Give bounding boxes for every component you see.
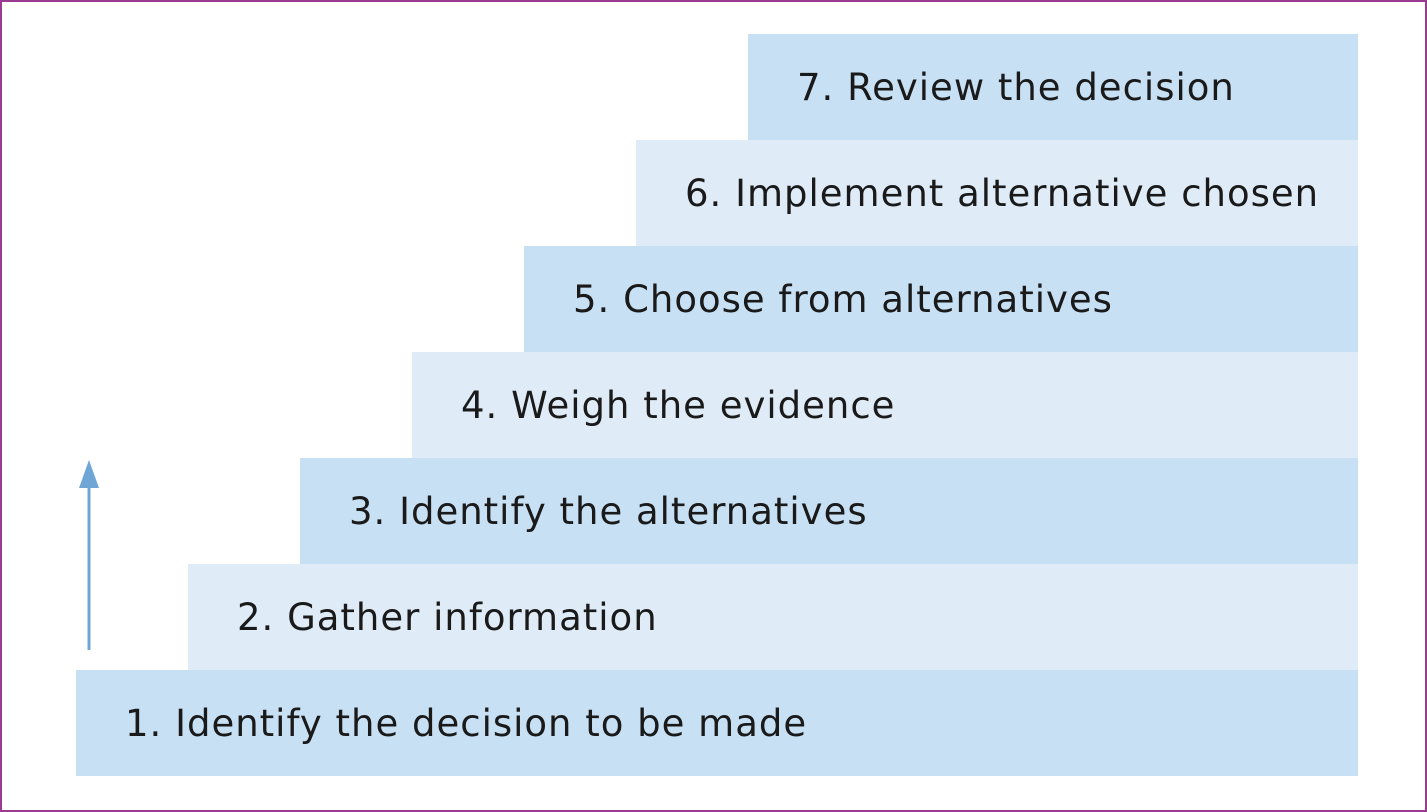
step-4-label: 4. Weigh the evidence	[461, 383, 896, 427]
step-7: 7. Review the decision	[748, 34, 1358, 140]
step-3-label: 3. Identify the alternatives	[349, 489, 868, 533]
step-2-label: 2. Gather information	[237, 595, 658, 639]
step-6: 6. Implement alternative chosen	[636, 140, 1358, 246]
step-4: 4. Weigh the evidence	[412, 352, 1358, 458]
step-1-label: 1. Identify the decision to be made	[125, 701, 808, 745]
step-2: 2. Gather information	[188, 564, 1358, 670]
step-1: 1. Identify the decision to be made	[76, 670, 1358, 776]
step-5-label: 5. Choose from alternatives	[573, 277, 1113, 321]
step-5: 5. Choose from alternatives	[524, 246, 1358, 352]
step-7-label: 7. Review the decision	[797, 65, 1235, 109]
up-arrow-icon	[79, 460, 99, 650]
step-3: 3. Identify the alternatives	[300, 458, 1358, 564]
step-6-label: 6. Implement alternative chosen	[685, 171, 1320, 215]
